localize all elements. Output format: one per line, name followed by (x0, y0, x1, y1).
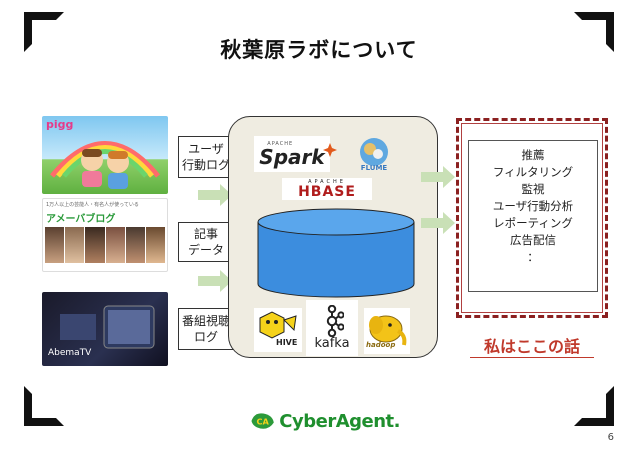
hadoop-logo: hadoop (364, 308, 410, 354)
abema-tv-logo-text: AbemaTV (48, 348, 92, 358)
source-label-text: 記事 データ (187, 227, 224, 257)
arrow-in-1 (198, 184, 232, 206)
hadoop-elephant-icon (369, 315, 407, 346)
hive-icon (259, 311, 297, 339)
abema-tv-thumbnail: AbemaTV (42, 292, 168, 366)
source-label-text: 番組視聴 ログ (181, 314, 230, 344)
hbase-logo: APACHE HBASE (282, 178, 372, 200)
kafka-name: kafka (314, 336, 350, 351)
cyberagent-logo: CA CyberAgent. (250, 405, 400, 437)
ameba-blog-thumbnail: 1万人以上の芸能人・有名人が使っている アメーバブログ (42, 198, 168, 272)
spark-star-icon (322, 143, 337, 157)
page-number: 6 (607, 432, 614, 443)
highlight-caption: 私はここの話 (483, 337, 580, 356)
pigg-thumbnail: pigg (42, 116, 168, 194)
usecase-item: レポーティング (493, 216, 573, 230)
source-label-text: ユーザ 行動ログ (181, 142, 230, 172)
corner-bottom-right (574, 386, 614, 426)
source-user-behavior-log: ユーザ 行動ログ (178, 136, 234, 178)
corner-bottom-left (24, 386, 64, 426)
usecase-item: フィルタリング (492, 165, 574, 179)
spark-logo: APACHE Spark (254, 136, 337, 172)
usecase-highlight-frame (456, 118, 608, 318)
highlight-underline (470, 357, 594, 358)
hadoop-name: hadoop (366, 341, 396, 349)
hbase-name: HBASE (298, 184, 356, 200)
kafka-logo: kafka (306, 300, 358, 356)
svg-text:CA: CA (256, 417, 269, 427)
arrow-out-2 (421, 212, 455, 234)
ameba-tagline: 1万人以上の芸能人・有名人が使っている (46, 202, 139, 208)
hive-name: HIVE (276, 338, 298, 347)
arrow-out-1 (421, 166, 455, 188)
arrow-in-2 (198, 270, 232, 292)
spark-prefix: APACHE (267, 141, 294, 147)
hive-logo: HIVE (254, 308, 302, 352)
corner-top-right (574, 12, 614, 52)
pigg-logo-text: pigg (46, 118, 74, 131)
usecase-item: 広告配信 (510, 233, 556, 247)
source-article-data: 記事 データ (178, 222, 234, 262)
usecase-item: 推薦 (521, 148, 545, 162)
hbase-prefix: APACHE (308, 179, 346, 185)
kafka-icon (326, 305, 344, 337)
usecase-item: 監視 (521, 182, 545, 196)
database-cylinder-icon (257, 208, 415, 298)
usecase-list: 推薦 フィルタリング 監視 ユーザ行動分析 レポーティング 広告配信 ： (468, 140, 598, 292)
usecase-item: ユーザ行動分析 (492, 199, 574, 213)
cyberagent-wordmark: CyberAgent. (279, 410, 400, 432)
flume-logo: FLUME (354, 134, 394, 174)
ameba-blog-logo-text: アメーバブログ (46, 214, 116, 225)
slide-title: 秋葉原ラボについて (220, 38, 418, 62)
flume-name: FLUME (360, 164, 388, 172)
corner-top-left (24, 12, 64, 52)
spark-name: Spark (259, 145, 325, 169)
usecase-item: ： (527, 250, 539, 264)
cyberagent-mark-icon: CA (251, 413, 274, 429)
flume-icon (360, 138, 388, 166)
source-viewing-log: 番組視聴 ログ (178, 308, 234, 350)
